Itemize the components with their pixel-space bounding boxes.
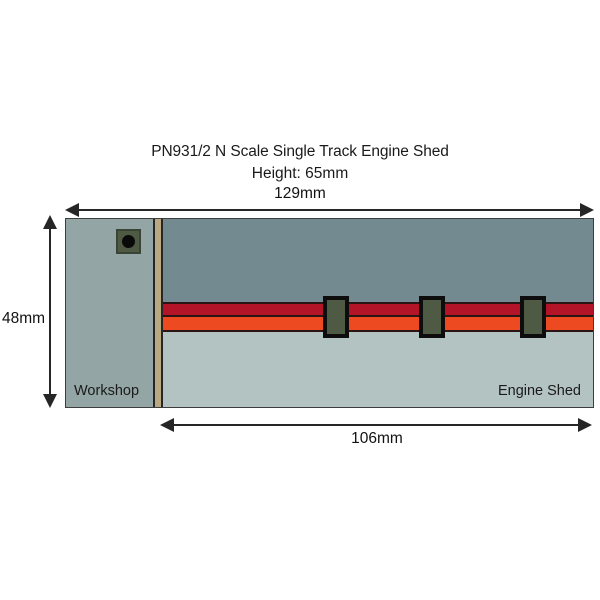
shed-door: [419, 296, 445, 338]
arrow-up-icon: [43, 215, 57, 229]
engine-shed-upper-roof: [163, 219, 593, 302]
product-title: PN931/2 N Scale Single Track Engine Shed: [151, 143, 449, 160]
shed-door: [520, 296, 546, 338]
arrow-left-icon: [65, 203, 79, 217]
arrow-right-icon: [578, 418, 592, 432]
workshop-vent-icon: [116, 229, 141, 254]
section-divider-wall: [153, 219, 163, 407]
diagram-title-block: PN931/2 N Scale Single Track Engine Shed…: [0, 143, 600, 183]
dimension-label-overall-depth: 48mm: [2, 310, 46, 327]
workshop-label: Workshop: [74, 383, 140, 399]
track-stripe-band: [163, 296, 593, 338]
dimension-line-overall-width: [68, 209, 590, 211]
arrow-left-icon: [160, 418, 174, 432]
building-plan: Workshop Engine Shed: [65, 218, 594, 408]
stripe-orange: [163, 317, 593, 330]
stripe-rule-middle: [163, 315, 593, 317]
arrow-down-icon: [43, 394, 57, 408]
stripe-rule-bottom: [163, 330, 593, 332]
stripe-crimson: [163, 304, 593, 315]
dimension-label-shed-width: 106mm: [351, 430, 403, 447]
arrow-right-icon: [580, 203, 594, 217]
engine-shed-label: Engine Shed: [497, 383, 581, 399]
dimension-label-overall-width: 129mm: [274, 185, 326, 202]
shed-door: [323, 296, 349, 338]
product-height-label: Height: 65mm: [251, 165, 349, 182]
dimension-line-shed-width: [163, 424, 587, 426]
vent-hole-icon: [122, 235, 135, 248]
engine-shed-lower-roof: [163, 332, 593, 407]
dimension-line-overall-depth: [49, 221, 51, 405]
stripe-rule-top: [163, 302, 593, 304]
